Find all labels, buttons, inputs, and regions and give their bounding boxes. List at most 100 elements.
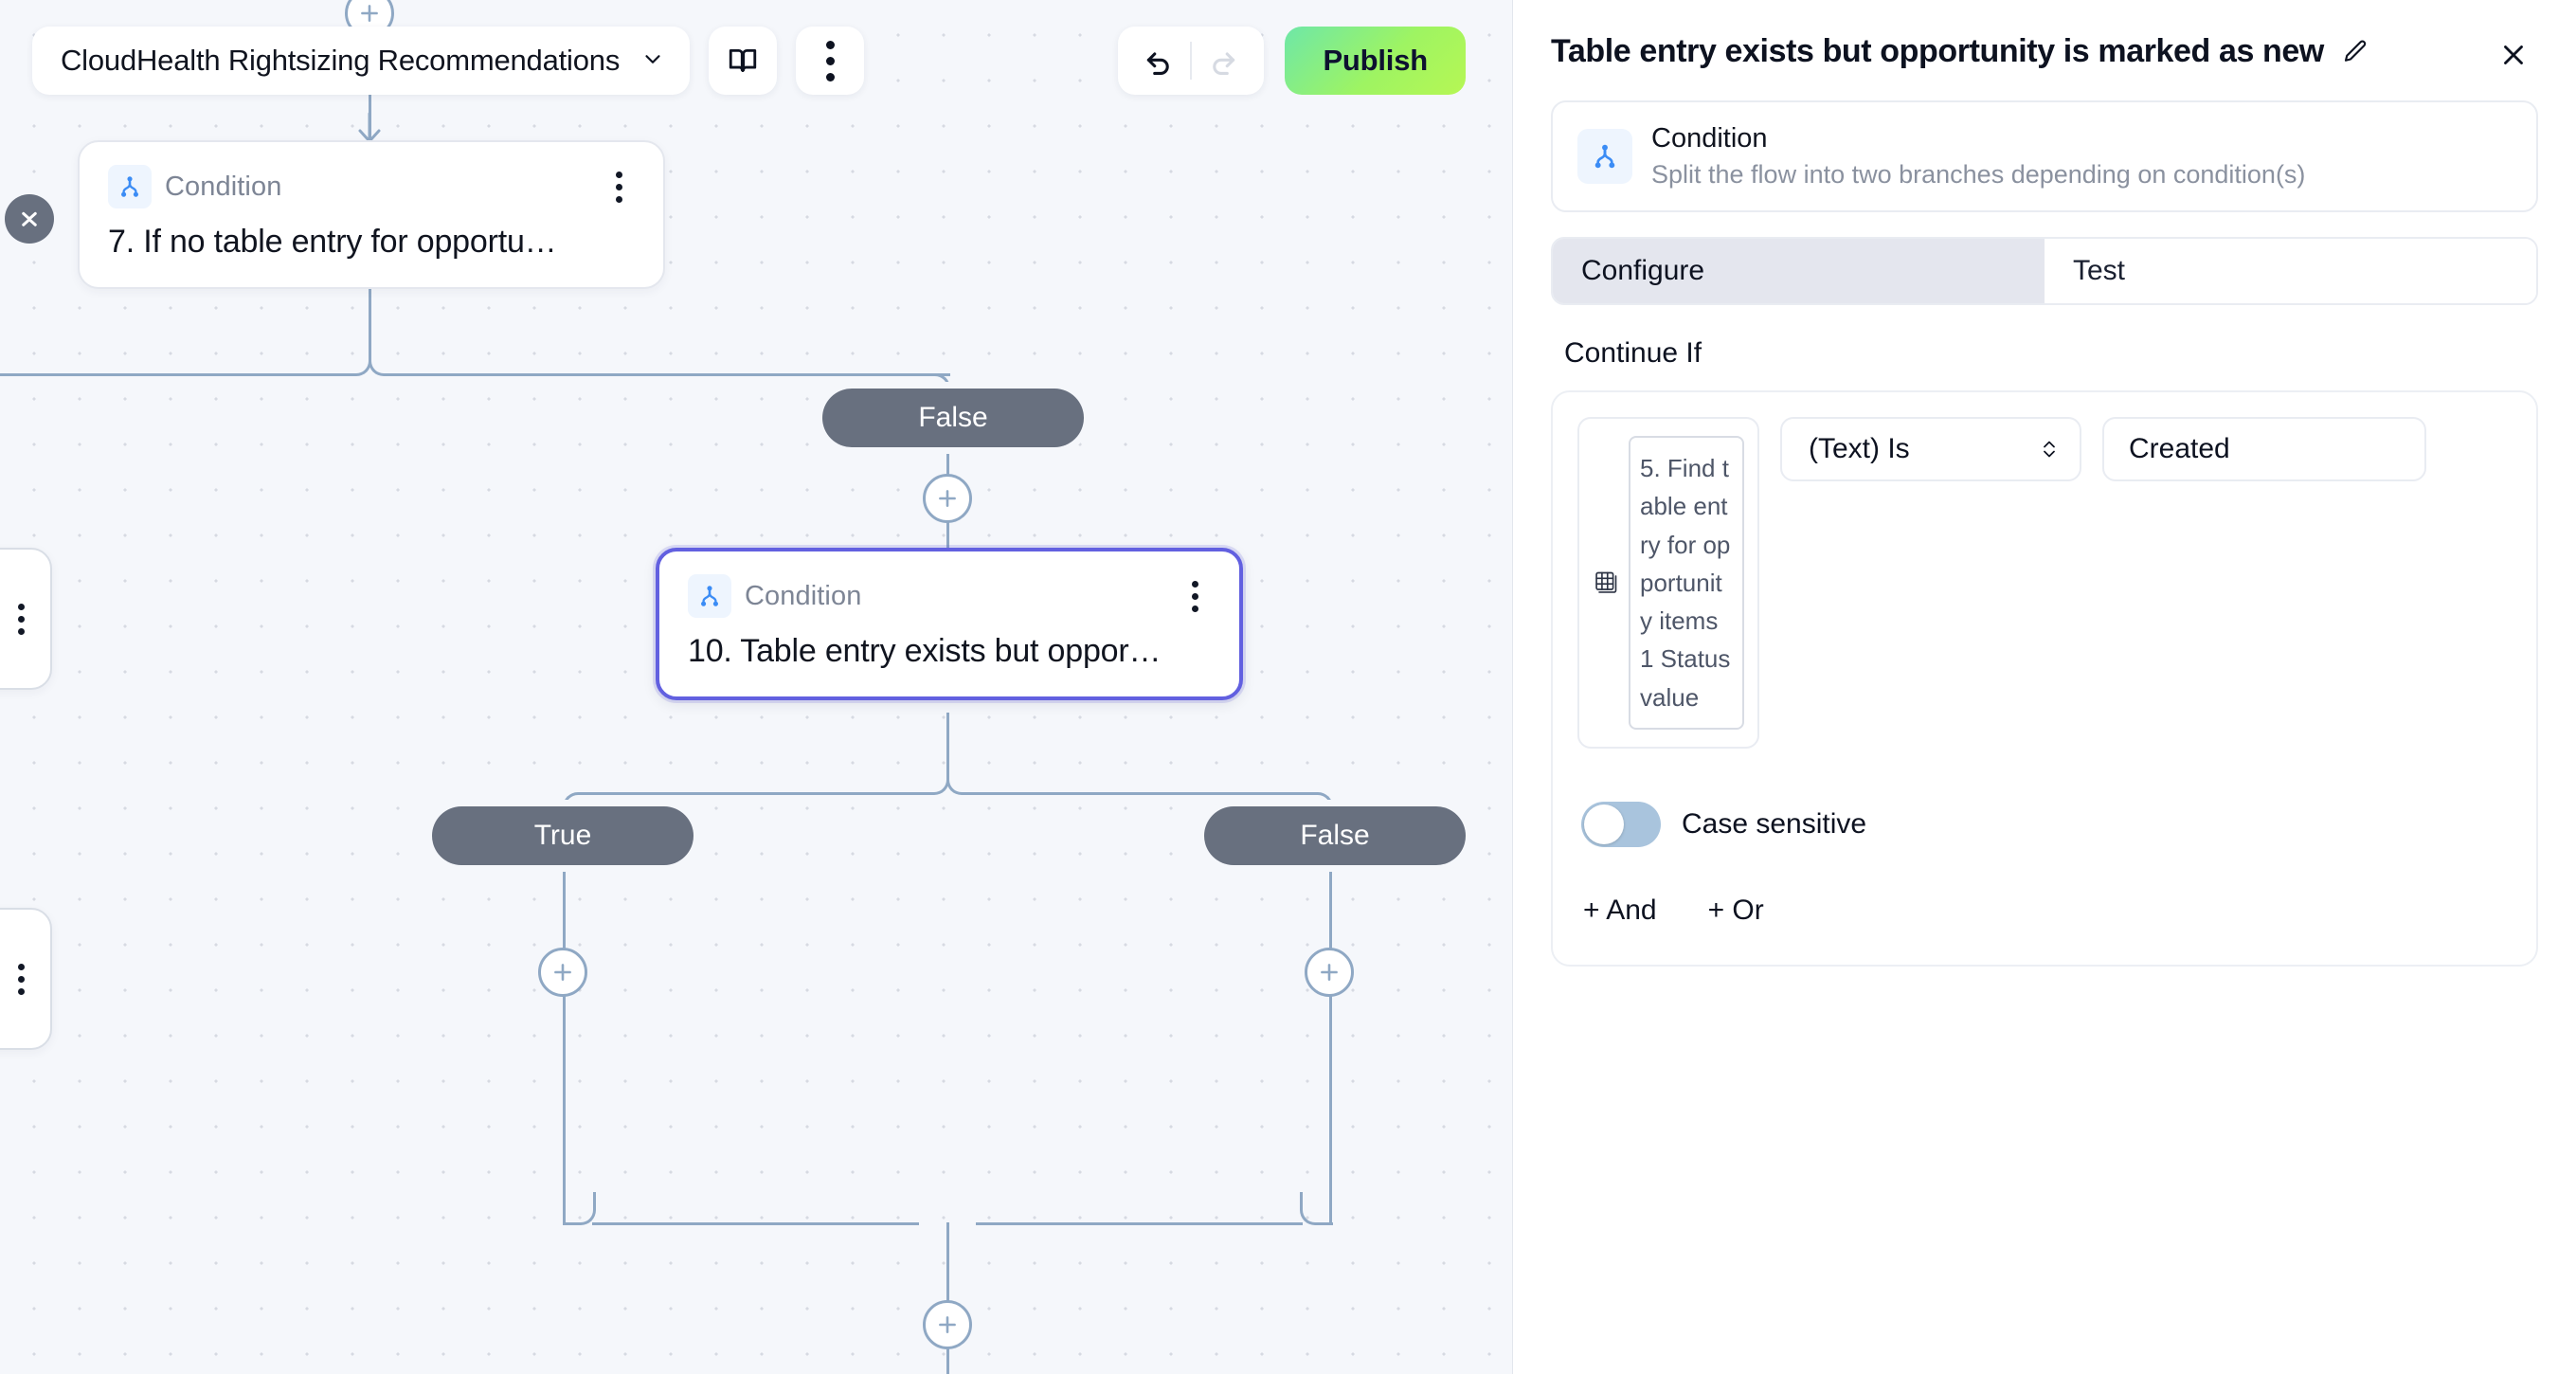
add-condition-row: + And + Or: [1577, 895, 2512, 927]
plus-icon: [939, 1316, 956, 1333]
edge-corner: [369, 343, 402, 376]
edge-segment: [592, 792, 919, 795]
condition-row: 5. Find table entry for opportunity item…: [1577, 417, 2512, 750]
panel-title: Table entry exists but opportunity is ma…: [1551, 33, 2324, 69]
kebab-menu-icon: [825, 40, 835, 81]
condition-field-token[interactable]: 5. Find table entry for opportunity item…: [1577, 417, 1759, 750]
plus-icon: [554, 964, 571, 981]
undo-redo-group: [1118, 27, 1265, 95]
flow-node-condition-7[interactable]: Condition 7. If no table entry for oppor…: [78, 140, 665, 289]
canvas-toolbar: CloudHealth Rightsizing Recommendations: [32, 27, 865, 95]
node-header: [0, 910, 50, 1048]
edge-segment: [369, 258, 371, 360]
condition-field-text: 5. Find table entry for opportunity item…: [1629, 436, 1744, 731]
node-menu-icon[interactable]: [5, 957, 37, 1001]
chevron-down-icon: [640, 46, 665, 76]
flow-canvas[interactable]: False True False: [0, 0, 1513, 1374]
chevron-updown-icon: [2038, 435, 2061, 463]
condition-builder: 5. Find table entry for opportunity item…: [1551, 390, 2538, 967]
canvas-actions: Publish: [1118, 27, 1466, 95]
condition-branch-icon: [108, 165, 152, 208]
edge-segment: [946, 521, 949, 561]
node-type-label: Condition: [745, 580, 862, 611]
node-type-card: Condition Split the flow into two branch…: [1551, 100, 2538, 212]
undo-icon: [1147, 52, 1170, 76]
node-header: Condition: [688, 574, 1211, 618]
edge-segment: [946, 713, 949, 779]
condition-operator-label: (Text) Is: [1809, 433, 1910, 464]
flow-name-label: CloudHealth Rightsizing Recommendations: [61, 44, 621, 77]
edge-segment: [563, 864, 566, 968]
edge-corner: [916, 762, 949, 795]
edge-corner: [338, 343, 371, 376]
edge-segment: [946, 445, 949, 483]
add-step-button-false-bottom[interactable]: [1305, 948, 1354, 997]
condition-branch-icon: [688, 574, 731, 618]
toolbar-divider: [1190, 42, 1193, 80]
edge-segment: [563, 995, 566, 1224]
edge-corner: [563, 1192, 596, 1225]
redo-icon: [1213, 52, 1235, 76]
collapse-canvas-button[interactable]: [5, 194, 54, 244]
canvas-more-button[interactable]: [796, 27, 865, 95]
case-sensitive-row: Case sensitive: [1577, 802, 2512, 848]
pencil-icon[interactable]: [2341, 38, 2369, 66]
publish-button[interactable]: Publish: [1285, 27, 1466, 95]
flow-name-dropdown[interactable]: CloudHealth Rightsizing Recommendations: [32, 27, 691, 95]
collapse-icon: [22, 211, 37, 226]
edge-segment: [946, 1243, 949, 1302]
edge-segment: [1329, 995, 1332, 1224]
branch-label-false-bottom[interactable]: False: [1204, 806, 1466, 865]
node-menu-icon[interactable]: [1179, 574, 1211, 618]
node-title: 10. Table entry exists but oppor…: [688, 633, 1162, 669]
node-header: [0, 550, 50, 688]
book-icon: [729, 48, 757, 73]
flow-node-offscreen-lower[interactable]: [0, 908, 52, 1050]
node-config-panel: Table entry exists but opportunity is ma…: [1513, 0, 2576, 1374]
node-type-name: Condition: [1651, 123, 1768, 154]
node-type-text: Condition Split the flow into two branch…: [1651, 123, 2305, 190]
edge-segment: [0, 373, 341, 376]
panel-tabs: Configure Test: [1551, 237, 2538, 305]
add-step-button-merge[interactable]: [923, 1300, 972, 1349]
documentation-button[interactable]: [709, 27, 778, 95]
edge-segment: [592, 1222, 919, 1225]
edge-segment: [1329, 864, 1332, 968]
add-and-condition-button[interactable]: + And: [1583, 895, 1657, 927]
tab-test[interactable]: Test: [2045, 239, 2536, 303]
node-type-description: Split the flow into two branches dependi…: [1651, 160, 2306, 189]
add-step-button-false-top[interactable]: [923, 474, 972, 523]
edge-segment: [946, 1222, 949, 1243]
close-panel-button[interactable]: [2493, 34, 2534, 76]
edge-arrow: [354, 112, 385, 144]
edge-segment: [398, 373, 950, 376]
edge-corner: [946, 1222, 947, 1223]
node-type-label: Condition: [165, 171, 282, 202]
panel-header: Table entry exists but opportunity is ma…: [1551, 33, 2538, 76]
plus-icon: [939, 490, 956, 507]
condition-branch-icon: [1577, 129, 1632, 184]
add-step-button-true[interactable]: [538, 948, 587, 997]
node-menu-icon[interactable]: [603, 165, 635, 208]
redo-button[interactable]: [1192, 27, 1254, 95]
plus-icon: [1321, 964, 1338, 981]
condition-operator-select[interactable]: (Text) Is: [1780, 417, 2081, 481]
branch-label-false-top[interactable]: False: [822, 389, 1084, 447]
tab-configure[interactable]: Configure: [1553, 239, 2045, 303]
case-sensitive-toggle[interactable]: [1581, 802, 1661, 848]
node-menu-icon[interactable]: [5, 597, 37, 641]
edge-segment: [976, 792, 1303, 795]
flow-node-offscreen-upper[interactable]: [0, 548, 52, 690]
condition-value-input[interactable]: [2102, 417, 2426, 481]
undo-button[interactable]: [1127, 27, 1190, 95]
node-title: 7. If no table entry for opportu…: [108, 224, 557, 260]
add-or-condition-button[interactable]: + Or: [1707, 895, 1764, 927]
flow-node-condition-10[interactable]: Condition 10. Table entry exists but opp…: [656, 548, 1243, 700]
node-header: Condition: [108, 165, 635, 208]
edge-segment: [946, 1347, 949, 1374]
close-icon: [2504, 45, 2523, 64]
branch-label-true[interactable]: True: [432, 806, 694, 865]
toggle-knob: [1584, 805, 1624, 845]
continue-if-label: Continue If: [1564, 337, 1702, 369]
